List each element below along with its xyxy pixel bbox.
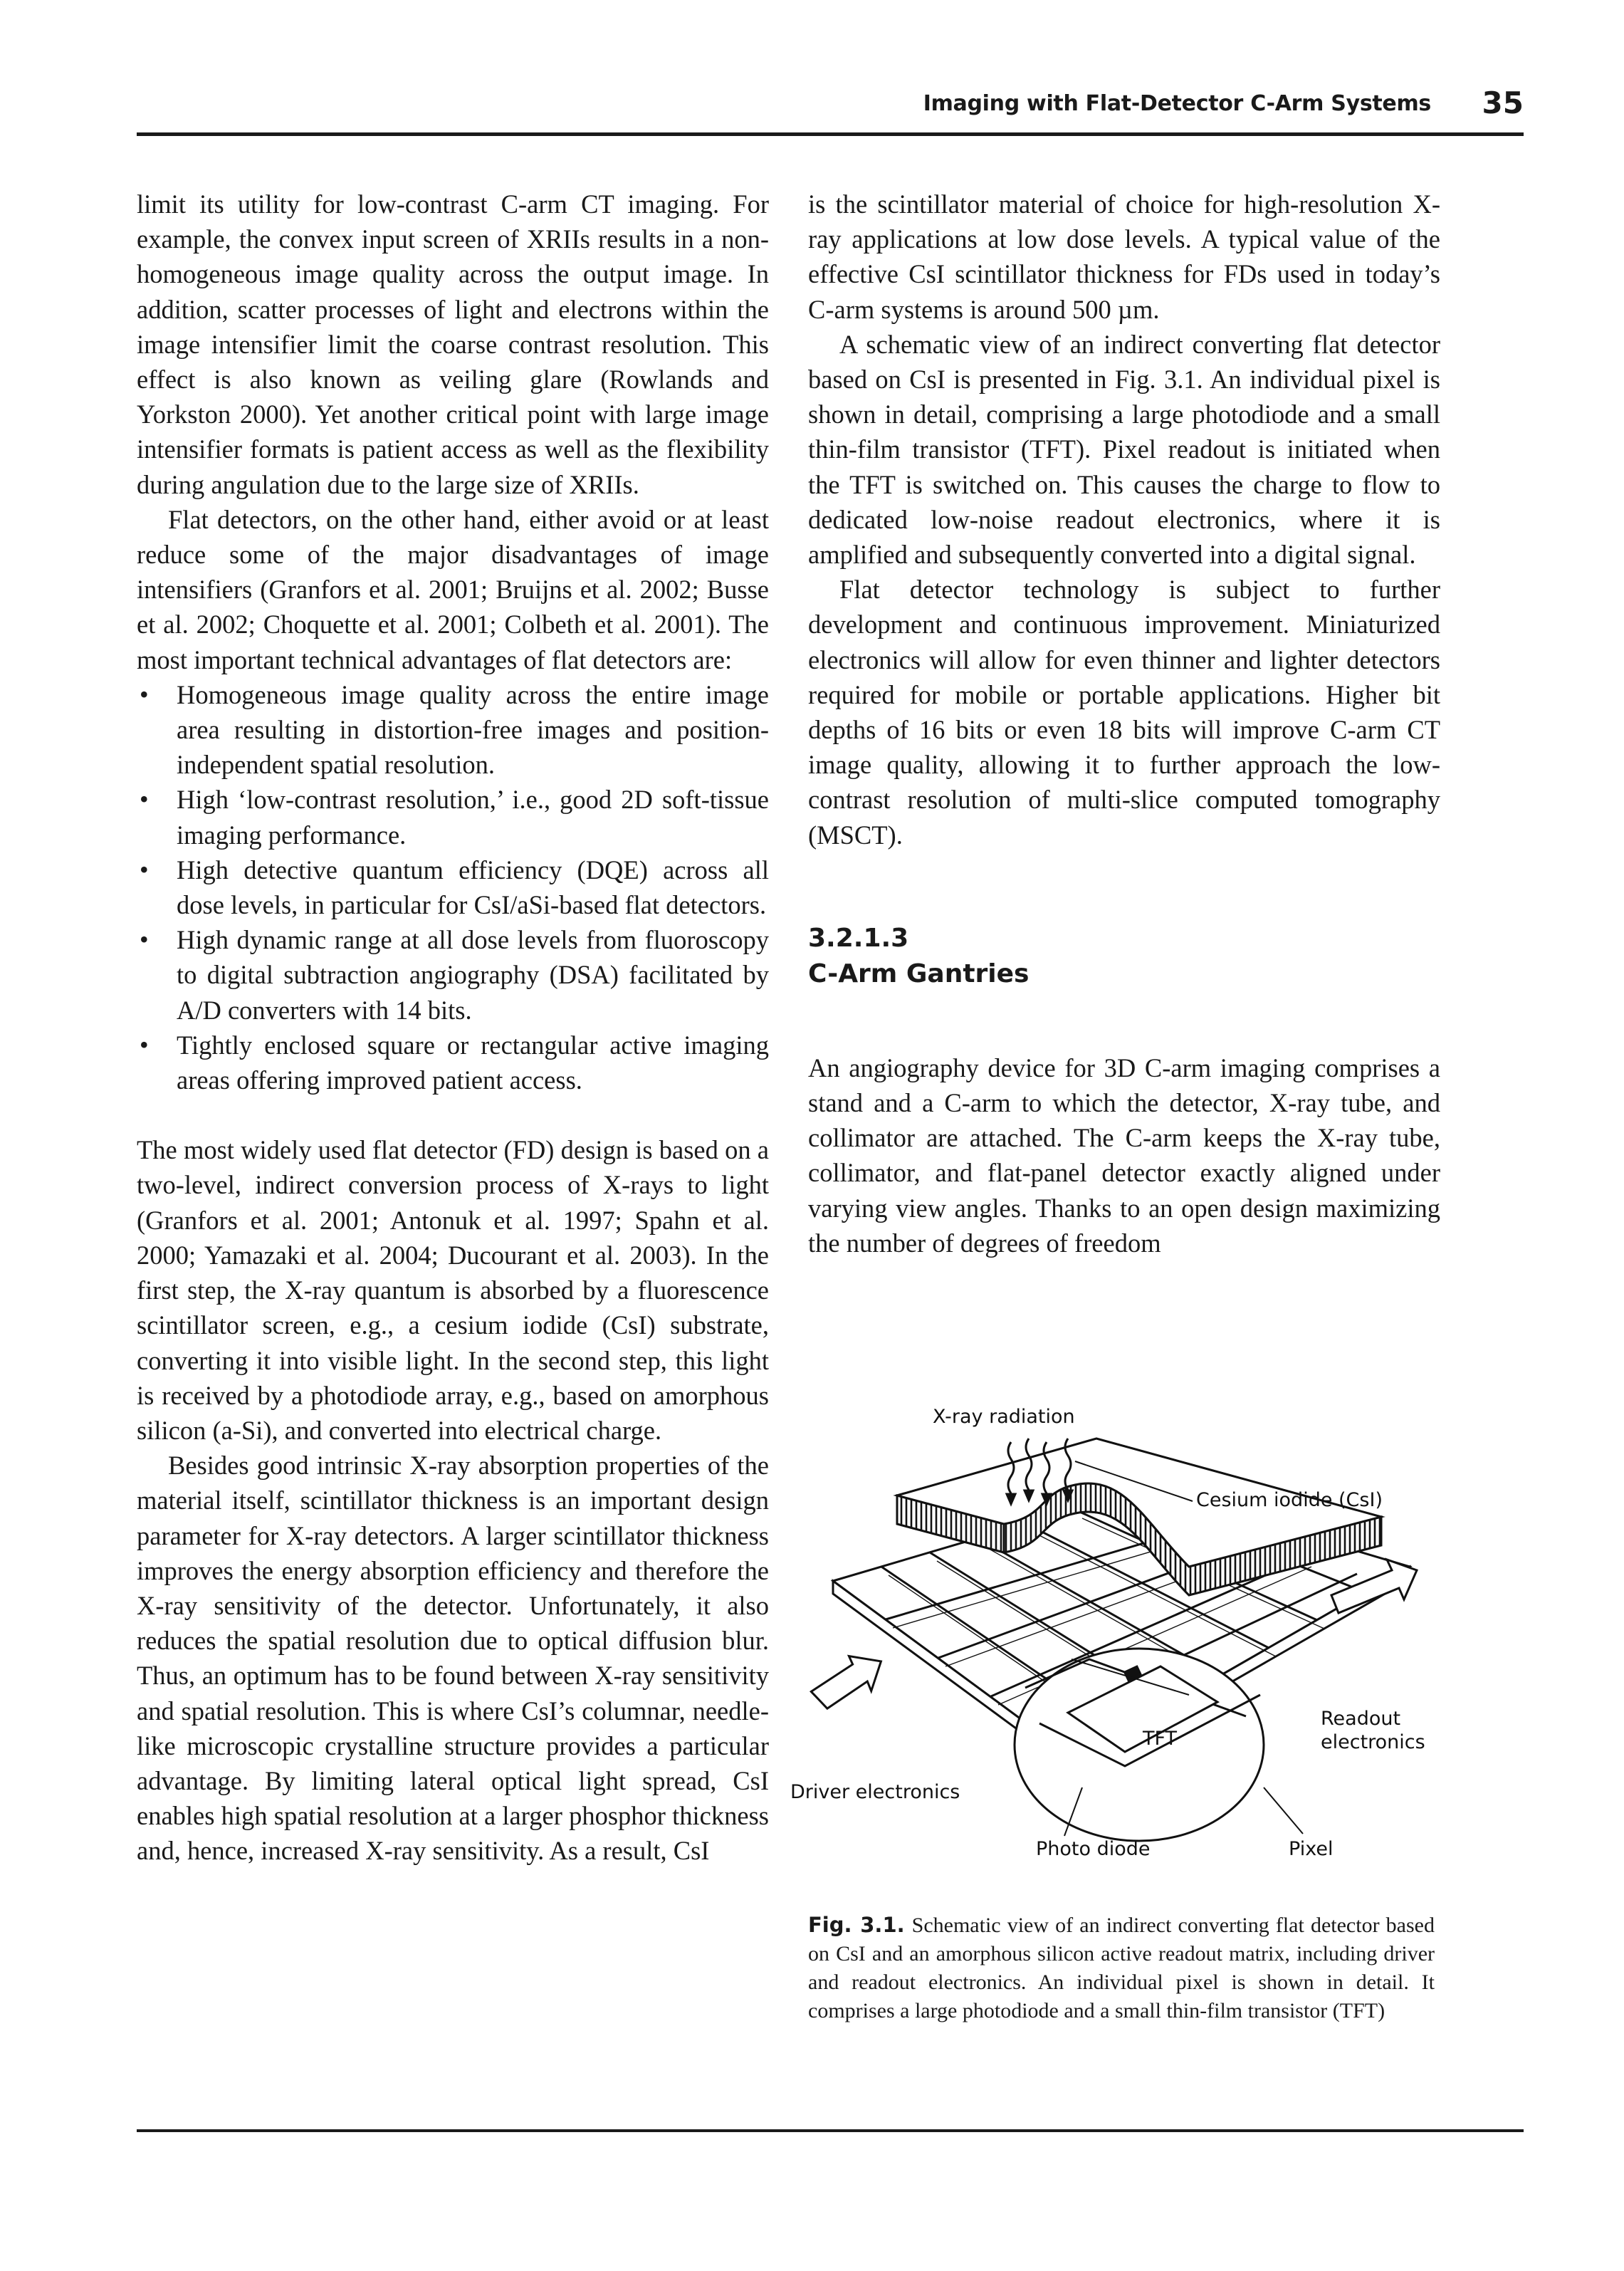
scintillator-block xyxy=(893,1437,1385,1597)
label-pixel: Pixel xyxy=(1289,1838,1333,1860)
list-item: Tightly enclosed square or rectangular a… xyxy=(137,1028,769,1097)
flat-detector-schematic: X-ray radiation Cesium iodide (CsI) Read… xyxy=(790,1406,1425,1860)
page-number: 35 xyxy=(1482,85,1524,120)
list-item: Homogeneous image quality across the ent… xyxy=(137,677,769,783)
running-header: Imaging with Flat-Detector C-Arm Systems… xyxy=(137,85,1524,127)
readout-arrow xyxy=(1330,1557,1419,1614)
header-rule xyxy=(137,132,1524,136)
list-item: High detective quantum efficiency (DQE) … xyxy=(137,852,769,922)
advantages-list: Homogeneous image quality across the ent… xyxy=(137,677,769,1097)
label-driver-electronics: Driver electronics xyxy=(790,1781,960,1803)
list-item: High dynamic range at all dose levels fr… xyxy=(137,922,769,1028)
paragraph: The most widely used flat detector (FD) … xyxy=(137,1135,769,1445)
caption-text: Schematic view of an indirect converting… xyxy=(808,1914,1435,2022)
running-title: Imaging with Flat-Detector C-Arm Systems xyxy=(923,91,1432,116)
section-number: 3.2.1.3 xyxy=(808,923,909,953)
label-electronics: electronics xyxy=(1321,1731,1425,1753)
paragraph: is the scintillator material of choice f… xyxy=(808,189,1440,324)
figure-caption: Fig. 3.1.Schematic view of an indirect c… xyxy=(808,1911,1435,2025)
paragraph: Besides good intrinsic X-ray absorption … xyxy=(137,1451,769,1866)
figure-flat-detector: X-ray radiation Cesium iodide (CsI) Read… xyxy=(790,1389,1452,1901)
paragraph: Flat detector technology is subject to f… xyxy=(808,575,1440,850)
csi-leader-line xyxy=(1074,1461,1193,1502)
label-photo-diode: Photo diode xyxy=(1036,1838,1151,1860)
tft-shape xyxy=(1123,1665,1143,1682)
photodiode-shape xyxy=(1066,1665,1220,1753)
label-cesium-iodide: Cesium iodide (CsI) xyxy=(1196,1489,1383,1511)
paragraph: An angiography device for 3D C-arm imagi… xyxy=(808,1053,1440,1258)
label-xray-radiation: X-ray radiation xyxy=(933,1406,1075,1428)
caption-label: Fig. 3.1. xyxy=(808,1913,905,1937)
driver-arrow xyxy=(810,1654,883,1711)
paragraph: limit its utility for low-contrast C-arm… xyxy=(137,189,769,499)
section-title: C-Arm Gantries xyxy=(808,959,1030,988)
label-readout: Readout xyxy=(1321,1708,1400,1730)
photodiode-leader-line xyxy=(1064,1787,1083,1837)
xray-arrows xyxy=(1005,1438,1074,1507)
paragraph: Flat detectors, on the other hand, eithe… xyxy=(137,504,769,674)
footer-rule xyxy=(137,2129,1524,2132)
right-column: is the scintillator material of choice f… xyxy=(808,187,1440,1260)
pixel-leader-line xyxy=(1263,1787,1304,1834)
left-column: limit its utility for low-contrast C-arm… xyxy=(137,187,769,1869)
pixel-detail xyxy=(1013,1647,1265,1842)
list-item: High ‘low-contrast resolution,’ i.e., go… xyxy=(137,782,769,852)
label-tft: TFT xyxy=(1142,1728,1178,1750)
paragraph: A schematic view of an indirect converti… xyxy=(808,329,1440,570)
